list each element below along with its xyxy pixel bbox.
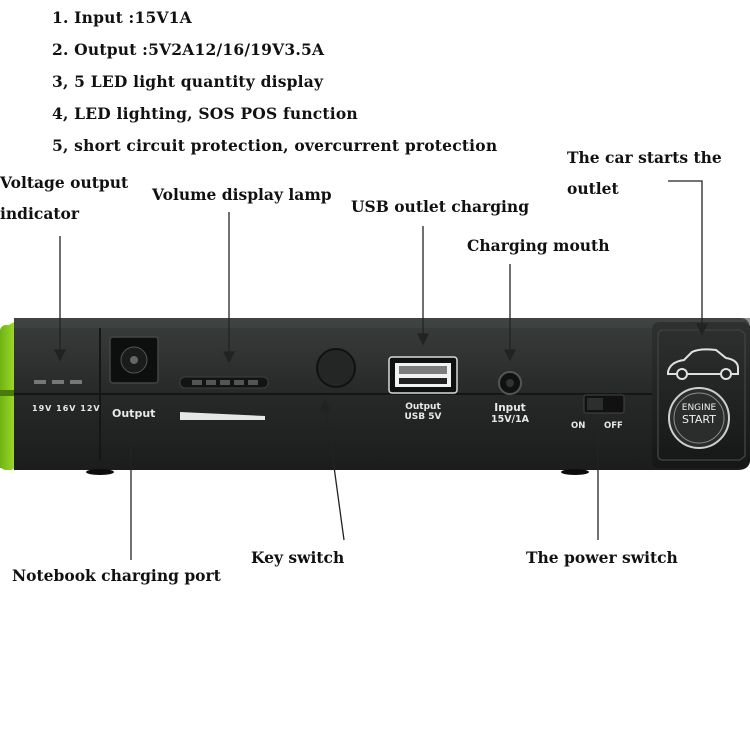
label-usb-outlet: USB outlet charging [351, 197, 530, 216]
voltage-marks: 19V 16V 12V [32, 404, 101, 413]
usb-label-line1: Output [405, 402, 441, 412]
voltage-led-12v [70, 380, 82, 384]
left-green-cap [0, 325, 16, 470]
label-voltage-output-2: indicator [0, 204, 80, 223]
volume-wedge-indicator [180, 412, 265, 420]
voltage-led-19v [34, 380, 46, 384]
dc-output-label: Output [112, 407, 156, 420]
input-label-line1: Input [494, 402, 526, 414]
label-notebook-port: Notebook charging port [12, 566, 221, 585]
label-power-switch: The power switch [526, 548, 678, 567]
input-label-line2: 15V/1A [490, 414, 529, 425]
voltage-mark-12v: 12V [80, 404, 101, 413]
voltage-mark-16v: 16V [56, 404, 77, 413]
switch-off-label: OFF [604, 421, 623, 431]
car-icon [667, 348, 739, 380]
spec-item-input: 1. Input :15V1A [52, 8, 192, 27]
label-voltage-output-1: Voltage output [0, 173, 129, 192]
engine-label-line2: START [682, 413, 716, 426]
usb-label-line2: USB 5V [404, 412, 442, 422]
spec-item-output: 2. Output :5V2A12/16/19V3.5A [52, 40, 325, 59]
label-charging-mouth: Charging mouth [467, 236, 610, 255]
engine-label-line1: ENGINE [681, 403, 717, 413]
label-car-starts-1: The car starts the [567, 148, 722, 167]
engine-start-button [668, 387, 730, 449]
spec-item-lighting: 4, LED lighting, SOS POS function [52, 104, 358, 123]
switch-on-label: ON [571, 421, 586, 431]
voltage-led-16v [52, 380, 64, 384]
label-volume-display: Volume display lamp [152, 185, 332, 204]
voltage-mark-19v: 19V [32, 404, 53, 413]
spec-item-protection: 5, short circuit protection, overcurrent… [52, 136, 498, 155]
label-key-switch: Key switch [251, 548, 345, 567]
label-car-starts-2: outlet [567, 179, 619, 198]
usb-output-label: Output USB 5V [403, 402, 443, 422]
spec-item-led: 3, 5 LED light quantity display [52, 72, 324, 91]
engine-start-text: ENGINE START [677, 403, 721, 425]
key-switch-button [316, 348, 356, 388]
input-label: Input 15V/1A [488, 402, 532, 425]
